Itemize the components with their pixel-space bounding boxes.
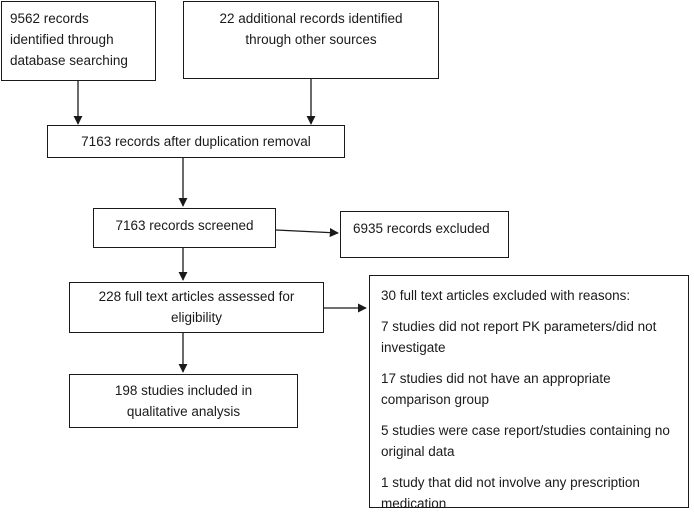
full-text-excluded-heading: 30 full text articles excluded with reas… (381, 288, 631, 303)
full-text-assessed-line1: 228 full text articles assessed for (98, 289, 295, 304)
other-sources-line1: 22 additional records identified (219, 11, 403, 26)
records-excluded-box: 6935 records excluded (340, 211, 509, 258)
other-sources-line2: through other sources (245, 32, 377, 47)
studies-included-box: 198 studies included in qualitative anal… (69, 374, 298, 428)
records-screened-box: 7163 records screened (93, 208, 276, 248)
other-sources-box: 22 additional records identified through… (183, 1, 439, 79)
database-records-box: 9562 records identified through database… (1, 1, 156, 81)
exclusion-reason: 7 studies did not report PK parameters/d… (381, 319, 657, 355)
duplication-removal-label: 7163 records after duplication removal (81, 134, 311, 149)
database-records-line1: 9562 records (10, 11, 89, 26)
exclusion-reason: 5 studies were case report/studies conta… (381, 423, 670, 459)
exclusion-reason: 1 study that did not involve any prescri… (381, 475, 640, 511)
arrow-screened-to-excluded (275, 228, 339, 238)
studies-included-line1: 198 studies included in (114, 383, 253, 398)
duplication-removal-box: 7163 records after duplication removal (47, 125, 345, 158)
records-screened-label: 7163 records screened (115, 218, 254, 233)
database-records-line3: database searching (10, 53, 128, 68)
full-text-assessed-box: 228 full text articles assessed for elig… (69, 282, 324, 333)
studies-included-line2: qualitative analysis (126, 404, 241, 419)
full-text-assessed-line2: eligibility (170, 310, 223, 325)
records-excluded-label: 6935 records excluded (353, 221, 490, 236)
full-text-excluded-box: 30 full text articles excluded with reas… (369, 275, 689, 511)
exclusion-reason: 17 studies did not have an appropriate c… (381, 371, 611, 407)
database-records-line2: identified through (10, 32, 114, 47)
